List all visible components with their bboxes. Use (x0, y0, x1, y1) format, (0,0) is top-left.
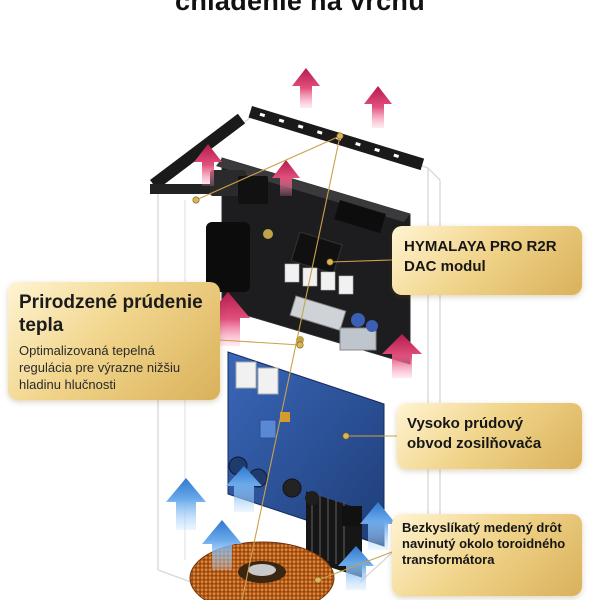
cool-air-arrows (166, 466, 396, 590)
page-headline: chladenie na vrchu (175, 0, 425, 16)
callout-copper-transformer: Bezkyslíkatý medený drôt navinutý okolo … (392, 514, 582, 596)
callout-natural-heat-flow-description: Optimalizovaná tepelná regulácia pre výr… (19, 343, 181, 392)
callout-natural-heat-flow: Prirodzené prúdenie tepla Optimalizovaná… (8, 282, 220, 400)
callout-amplifier-circuit-title: Vysoko prúdový obvod zosilňovača (407, 415, 542, 452)
leader-dots (192, 132, 350, 584)
amplifier-board (227, 351, 385, 578)
callout-dac-module-title: HYMALAYA PRO R2R DAC modul (404, 238, 557, 275)
leader-lines (195, 135, 397, 600)
callout-amplifier-circuit: Vysoko prúdový obvod zosilňovača (397, 403, 582, 469)
callout-natural-heat-flow-title: Prirodzené prúdenie tepla (19, 292, 203, 336)
hot-air-arrows (194, 68, 422, 378)
callout-copper-transformer-title: Bezkyslíkatý medený drôt navinutý okolo … (402, 520, 566, 567)
callout-dac-module: HYMALAYA PRO R2R DAC modul (392, 226, 582, 295)
